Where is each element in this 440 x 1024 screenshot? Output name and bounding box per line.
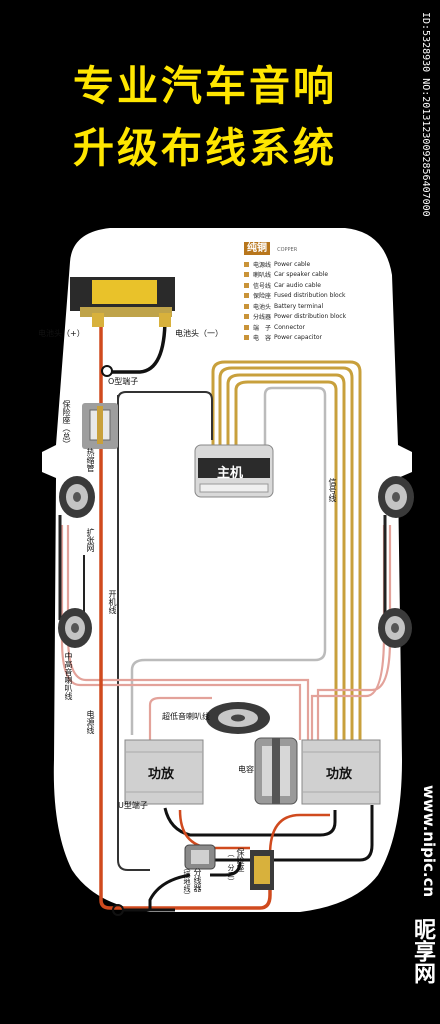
legend-zh: 端 子 (253, 324, 272, 332)
legend-zh: 信号线 (253, 282, 272, 290)
label-signal-wire: 信号线 (328, 478, 337, 502)
label-expand-mesh: 扩张网 (86, 528, 95, 552)
legend-en: Fused distribution block (274, 292, 346, 300)
label-battery-positive: 电池头（+） (38, 329, 85, 338)
legend-en: Car speaker cable (274, 271, 329, 279)
legend-swatch-icon (244, 272, 249, 278)
main-power-wire (99, 320, 272, 910)
power-on-wire (117, 395, 150, 871)
legend-en: Power cable (274, 260, 311, 268)
watermark-site: www.nipic.cn (420, 785, 438, 898)
legend-zh: 电源线 (253, 261, 272, 269)
legend-en: Battery terminal (274, 302, 324, 310)
splitter (184, 844, 216, 870)
label-power-wire: 电源线 (86, 710, 95, 734)
label-u-terminal: U型端子 (118, 801, 148, 810)
label-ground-wire: （接地线） (183, 864, 191, 899)
amplifiers (124, 739, 381, 805)
legend-swatch-icon (244, 261, 249, 267)
legend-swatch-icon (244, 303, 249, 309)
legend-swatch-icon (244, 335, 249, 341)
legend-swatch-icon (244, 324, 249, 330)
copper-badge: 纯铜 (244, 242, 270, 255)
label-splitter: 分线器 (193, 868, 202, 892)
legend-zh: 保险座 (253, 293, 272, 301)
head-unit-label: 主机 (217, 466, 244, 481)
label-heat-tube: 热缩管 (86, 448, 95, 472)
label-power-on-wire: 开机线 (108, 590, 117, 614)
label-one-to-two: （一分二） (227, 850, 235, 885)
legend-zh: 喇叭线 (253, 272, 272, 280)
legend-zh: 电 容 (253, 335, 272, 343)
speakers (58, 476, 414, 734)
copper-badge-sub: COPPER (277, 247, 298, 253)
legend-zh: 电池头 (253, 303, 272, 311)
head-unit (194, 444, 274, 498)
legend-swatch-icon (244, 314, 249, 320)
legend-en: Connector (274, 323, 305, 331)
fuse-block (250, 850, 274, 890)
label-fuse-block: 保险座 (236, 848, 245, 872)
label-main-fuse: 保险座（总） (62, 400, 71, 448)
legend-en: Power capacitor (274, 334, 322, 342)
remote-wire (130, 386, 327, 735)
label-battery-negative: 电池头（一） (175, 329, 223, 338)
ground-wires (148, 805, 374, 910)
label-mid-high-speaker-wire: 中高音喇叭线 (64, 652, 73, 700)
legend-en: Power distribution block (274, 313, 347, 321)
image-id-text: ID:5328930 NO:20131230092856407000 (420, 12, 431, 217)
signal-wires (211, 360, 362, 740)
title-line-1: 专业汽车音响 (73, 62, 337, 110)
legend-en: Car audio cable (274, 281, 321, 289)
battery (70, 277, 175, 327)
capacitor (254, 737, 298, 805)
legend-swatch-icon (244, 293, 249, 299)
legend-zh: 分线器 (253, 314, 272, 322)
label-sub-speaker-wire: 超低音喇叭线 (162, 712, 210, 721)
amp-left-label: 功放 (148, 767, 175, 782)
legend-swatch-icon (244, 282, 249, 288)
title-line-2: 升级布线系统 (73, 124, 337, 172)
label-capacitor: 电容 (238, 765, 254, 774)
watermark-brand: 昵享网 (410, 918, 435, 984)
label-o-terminal: O型端子 (108, 377, 139, 386)
amp-right-label: 功放 (326, 767, 353, 782)
main-fuse-holder (82, 403, 118, 449)
